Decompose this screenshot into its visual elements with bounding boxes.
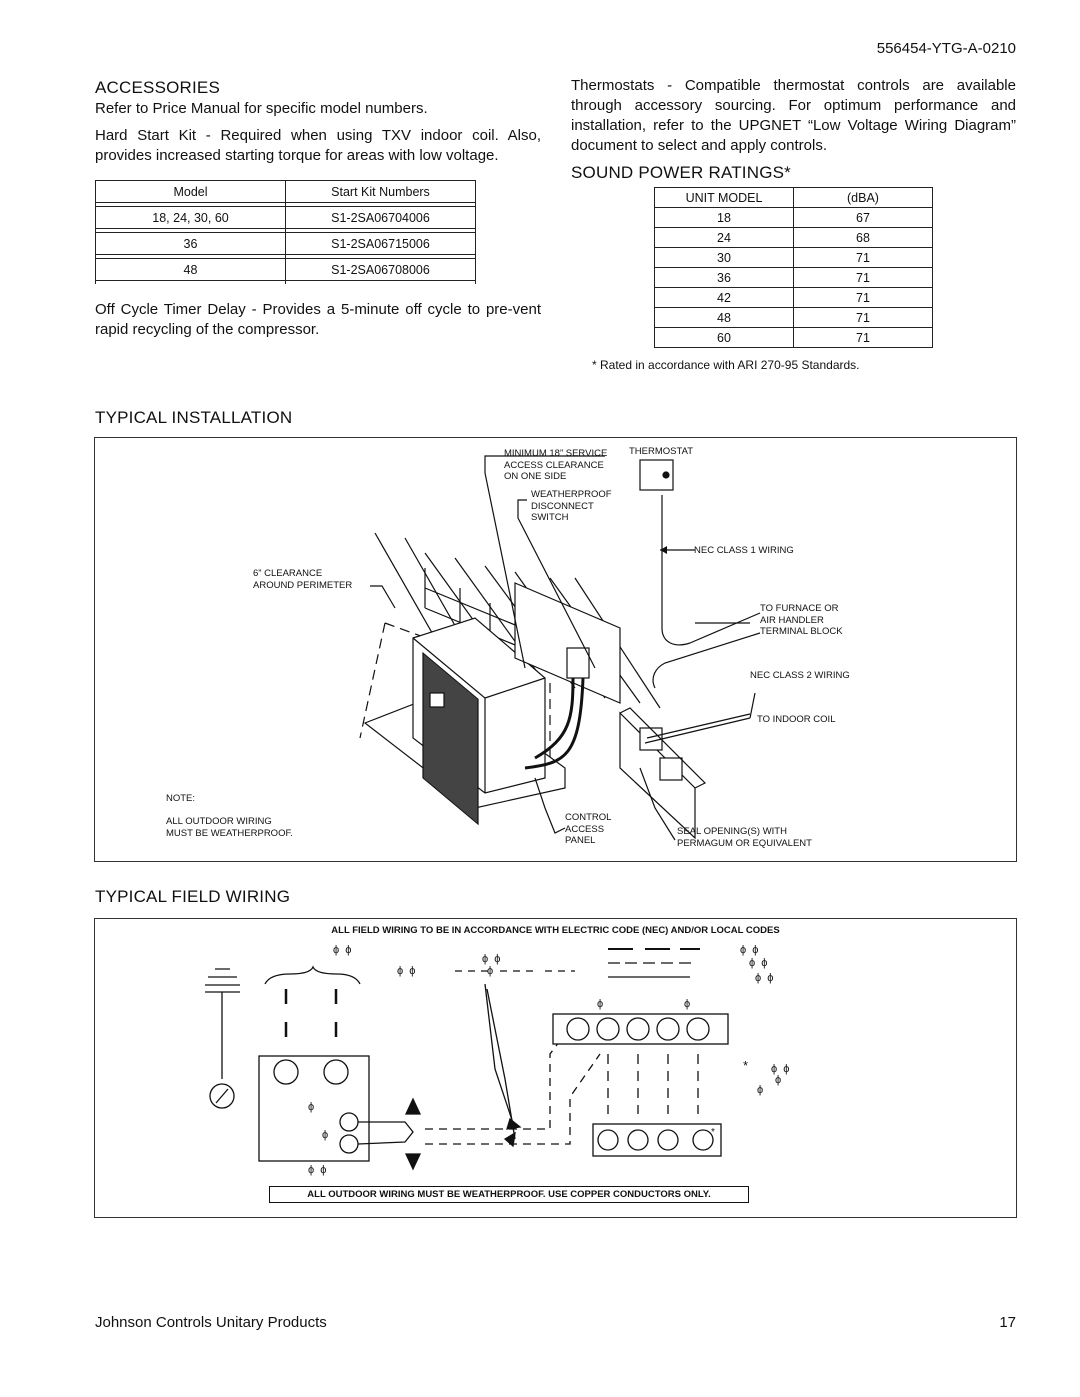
page-number: 17 <box>999 1314 1016 1331</box>
typical-installation-heading: TYPICAL INSTALLATION <box>95 408 293 427</box>
star-glyph: * <box>743 1058 749 1073</box>
table-cell: 71 <box>793 327 933 348</box>
accessories-intro: Refer to Price Manual for specific model… <box>95 100 428 117</box>
table-cell: 71 <box>793 287 933 308</box>
table-header-cell: Start Kit Numbers <box>285 180 476 203</box>
table-row: 36 S1-2SA06715006 <box>95 232 476 255</box>
table-cell: 18 <box>654 207 794 228</box>
accessories-heading: ACCESSORIES <box>95 78 221 97</box>
off-cycle-timer-text: Off Cycle Timer Delay - Provides a 5-min… <box>95 301 541 338</box>
table-cell: 71 <box>793 307 933 328</box>
typical-field-wiring-heading: TYPICAL FIELD WIRING <box>95 887 291 906</box>
table-cell: 18, 24, 30, 60 <box>95 206 286 229</box>
phi-glyphs: ϕ ϕ <box>397 965 416 977</box>
table-cell: 24 <box>654 227 794 248</box>
table-cell: S1-2SA06708006 <box>285 258 476 281</box>
label-note-weatherproof: NOTE: ALL OUTDOOR WIRING MUST BE WEATHER… <box>166 793 293 839</box>
phi-glyph: ϕ <box>757 1084 764 1096</box>
label-nec-class-1: NEC CLASS 1 WIRING <box>694 545 794 556</box>
phi-glyph: ϕ <box>775 1074 782 1086</box>
label-seal-openings: SEAL OPENING(S) WITH PERMAGUM OR EQUIVAL… <box>677 826 812 849</box>
field-wiring-drawing <box>205 948 729 1171</box>
phi-glyphs: ϕ ϕ <box>771 1063 790 1075</box>
label-service-clearance: MINIMUM 18” SERVICE ACCESS CLEARANCE ON … <box>504 448 608 482</box>
label-to-indoor-coil: TO INDOOR COIL <box>757 714 836 725</box>
table-row: 18, 24, 30, 60 S1-2SA06704006 <box>95 206 476 229</box>
table-header-row: Model Start Kit Numbers <box>95 180 476 203</box>
installation-diagram: MINIMUM 18” SERVICE ACCESS CLEARANCE ON … <box>94 437 1017 862</box>
label-control-access-panel: CONTROL ACCESS PANEL <box>565 812 612 846</box>
field-wiring-top-note: ALL FIELD WIRING TO BE IN ACCORDANCE WIT… <box>331 925 780 936</box>
table-header-cell: UNIT MODEL <box>654 187 794 208</box>
phi-glyphs: ϕ ϕ <box>333 944 352 956</box>
label-disconnect-switch: WEATHERPROOF DISCONNECT SWITCH <box>531 489 612 523</box>
phi-glyphs: ϕ ϕ <box>749 957 768 969</box>
table-cell: S1-2SA06704006 <box>285 206 476 229</box>
table-header-row: UNIT MODEL (dBA) <box>654 187 933 208</box>
phi-glyph: ϕ <box>597 998 604 1010</box>
table-row: 48 S1-2SA06708006 <box>95 258 476 281</box>
field-wiring-bottom-note: ALL OUTDOOR WIRING MUST BE WEATHERPROOF.… <box>269 1186 749 1203</box>
table-cell: 48 <box>95 258 286 281</box>
footer-company: Johnson Controls Unitary Products <box>95 1314 327 1331</box>
table-cell: 36 <box>654 267 794 288</box>
table-cell: S1-2SA06715006 <box>285 232 476 255</box>
phi-glyph: ϕ <box>487 965 494 977</box>
table-cell: 30 <box>654 247 794 268</box>
star-glyph: * <box>711 1127 715 1138</box>
table-header-cell: Model <box>95 180 286 203</box>
start-kit-table: Model Start Kit Numbers 18, 24, 30, 60 S… <box>95 180 476 284</box>
label-nec-class-2: NEC CLASS 2 WIRING <box>750 670 850 681</box>
sound-footnote: * Rated in accordance with ARI 270-95 St… <box>592 358 860 372</box>
field-wiring-diagram: ALL FIELD WIRING TO BE IN ACCORDANCE WIT… <box>94 918 1017 1218</box>
thermostats-text: Thermostats - Compatible thermostat cont… <box>571 77 1016 154</box>
table-header-cell: (dBA) <box>793 187 933 208</box>
table-cell: 48 <box>654 307 794 328</box>
phi-glyphs: ϕ ϕ <box>482 953 501 965</box>
table-cell: 68 <box>793 227 933 248</box>
phi-glyph: ϕ <box>684 998 691 1010</box>
table-cell: 71 <box>793 247 933 268</box>
sound-power-heading: SOUND POWER RATINGS* <box>571 163 791 182</box>
phi-glyphs: ϕ ϕ <box>308 1164 327 1176</box>
installation-drawing <box>359 455 761 841</box>
phi-glyph: ϕ <box>308 1101 315 1113</box>
table-cell: 36 <box>95 232 286 255</box>
hard-start-kit-text: Hard Start Kit - Required when using TXV… <box>95 127 541 164</box>
label-thermostat: THERMOSTAT <box>629 446 694 457</box>
table-cell: 60 <box>654 327 794 348</box>
table-cell: 42 <box>654 287 794 308</box>
label-6in-clearance: 6” CLEARANCE AROUND PERIMETER <box>253 568 353 591</box>
table-cell: 71 <box>793 267 933 288</box>
table-cell: 67 <box>793 207 933 228</box>
phi-glyph: ϕ <box>322 1129 329 1141</box>
document-id: 556454-YTG-A-0210 <box>876 40 1016 57</box>
phi-glyphs: ϕ ϕ <box>740 944 759 956</box>
label-to-furnace: TO FURNACE OR AIR HANDLER TERMINAL BLOCK <box>760 603 843 637</box>
phi-glyphs: ϕ ϕ <box>755 972 774 984</box>
